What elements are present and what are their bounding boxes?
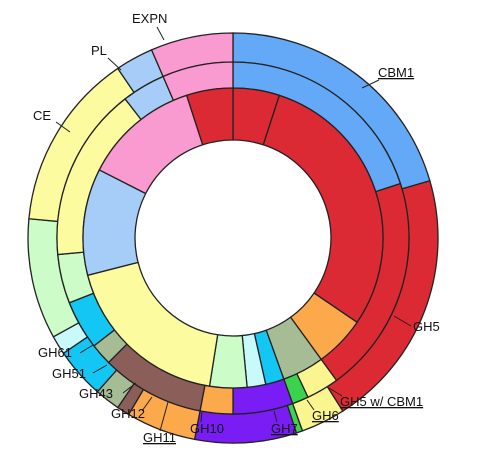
label-gh11: GH11 bbox=[143, 430, 176, 445]
inner-ring-segment-1 bbox=[262, 94, 384, 324]
label-gh61: GH61 bbox=[38, 345, 72, 360]
leader-line-gh6 bbox=[306, 399, 315, 411]
leader-line-gh7 bbox=[273, 410, 278, 423]
label-gh5: GH5 bbox=[413, 319, 440, 334]
label-pl: PL bbox=[91, 43, 107, 58]
leader-line-gh51 bbox=[92, 364, 108, 374]
leader-line-expn bbox=[156, 26, 165, 41]
leader-line-pl bbox=[107, 57, 122, 71]
label-cbm1: CBM1 bbox=[378, 65, 414, 80]
label-gh5-w-cbm1: GH5 w/ CBM1 bbox=[340, 394, 423, 409]
label-gh12: GH12 bbox=[111, 406, 145, 421]
label-gh51: GH51 bbox=[52, 366, 86, 381]
leader-line-gh61 bbox=[79, 344, 94, 354]
leader-line-gh12 bbox=[141, 396, 153, 412]
label-gh43: GH43 bbox=[79, 386, 113, 401]
label-leader-lines bbox=[55, 26, 412, 432]
leader-line-gh5 bbox=[393, 315, 412, 327]
label-gh7: GH7 bbox=[271, 421, 298, 436]
inner-ring-segment-10 bbox=[185, 87, 234, 146]
label-ce: CE bbox=[33, 108, 51, 123]
leader-line-gh5-w-cbm1 bbox=[328, 387, 343, 397]
leader-line-cbm1 bbox=[361, 79, 380, 89]
label-gh6: GH6 bbox=[312, 408, 339, 423]
leader-line-gh11 bbox=[159, 401, 169, 432]
label-gh10: GH10 bbox=[190, 421, 224, 436]
leader-line-gh10 bbox=[200, 410, 203, 423]
middle-ring-segment-5 bbox=[199, 384, 234, 415]
leader-line-gh43 bbox=[122, 382, 137, 394]
chart-rings bbox=[27, 32, 439, 444]
leader-line-ce bbox=[55, 121, 71, 133]
label-expn: EXPN bbox=[132, 11, 167, 26]
